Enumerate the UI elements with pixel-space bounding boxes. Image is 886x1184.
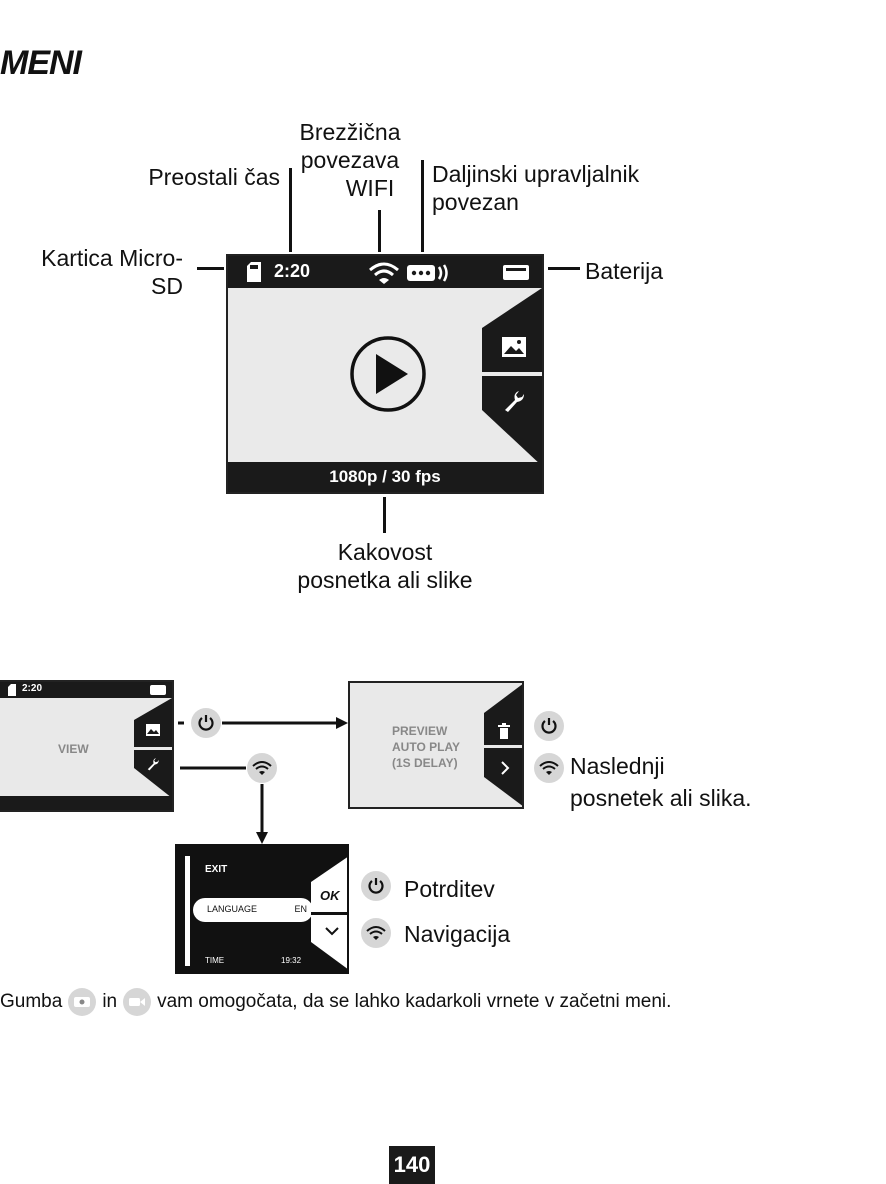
preview-line1: PREVIEW bbox=[392, 724, 448, 738]
power-button[interactable] bbox=[191, 708, 221, 738]
footer-part1: Gumba bbox=[0, 991, 63, 1012]
remote-leader bbox=[421, 160, 424, 252]
footer-note: Gumba in vam omogočata, da se lahko kada… bbox=[0, 988, 671, 1016]
battery-icon bbox=[503, 265, 529, 280]
chevron-down-icon[interactable] bbox=[325, 926, 339, 936]
language-value: EN bbox=[294, 904, 307, 914]
wireless-label-line3: WIFI bbox=[345, 175, 395, 201]
remote-icon bbox=[407, 264, 448, 282]
quality-label-line2: posnetka ali slike bbox=[297, 567, 473, 593]
card-label-line2: SD bbox=[151, 273, 183, 299]
preview-line2: AUTO PLAY bbox=[392, 740, 461, 754]
wifi-icon bbox=[369, 262, 399, 284]
photo-button-icon bbox=[68, 988, 97, 1016]
remaining-time: 2:20 bbox=[274, 261, 311, 281]
ok-button[interactable]: OK bbox=[320, 888, 340, 903]
footer-part3: vam omogočata, da se lahko kadarkoli vrn… bbox=[157, 991, 672, 1012]
chevron-right-icon[interactable] bbox=[500, 761, 510, 775]
next-label-line2: posnetek ali slika. bbox=[570, 785, 752, 811]
wifi-icon bbox=[366, 926, 386, 940]
wrench-icon[interactable] bbox=[502, 389, 526, 413]
remote-label: Daljinski upravljalnik povezan bbox=[432, 160, 639, 216]
image-icon[interactable] bbox=[501, 336, 527, 358]
view-status-bar: 2:20 bbox=[0, 682, 172, 698]
view-side-menu bbox=[134, 698, 172, 798]
quality-label-line1: Kakovost bbox=[337, 539, 433, 565]
card-leader bbox=[197, 267, 224, 270]
card-label: Kartica Micro- SD bbox=[20, 244, 183, 300]
camera-screen: 2:20 1080p / 30 fps bbox=[226, 254, 544, 494]
quality-label: Kakovost posnetka ali slike bbox=[270, 538, 500, 594]
wireless-label-line1: Brezžična bbox=[299, 119, 401, 145]
wrench-icon[interactable] bbox=[146, 757, 160, 771]
image-icon[interactable] bbox=[146, 724, 160, 736]
footer-part2: in bbox=[102, 991, 118, 1012]
page-title: MENI bbox=[0, 44, 82, 82]
quality-bar: 1080p / 30 fps bbox=[228, 462, 542, 492]
remaining-time-leader bbox=[289, 168, 292, 252]
confirm-power-button[interactable] bbox=[361, 871, 391, 901]
wifi-icon bbox=[539, 761, 559, 775]
page-number: 140 bbox=[389, 1146, 435, 1184]
view-bottom-bar bbox=[0, 796, 172, 810]
preview-screen: PREVIEW AUTO PLAY (1S DELAY) bbox=[348, 681, 524, 809]
trash-icon[interactable] bbox=[498, 723, 510, 739]
settings-screen: EXIT LANGUAGE EN TIME 19:32 OK bbox=[175, 844, 349, 974]
preview-text: PREVIEW AUTO PLAY (1S DELAY) bbox=[392, 723, 460, 771]
remote-label-line1: Daljinski upravljalnik bbox=[432, 161, 640, 187]
time-label: TIME bbox=[205, 956, 225, 965]
wifi-button[interactable] bbox=[247, 753, 277, 783]
preview-side-menu bbox=[484, 684, 522, 806]
sd-card-icon bbox=[8, 684, 16, 696]
preview-line3: (1S DELAY) bbox=[392, 756, 458, 770]
view-time: 2:20 bbox=[22, 683, 43, 694]
battery-leader bbox=[548, 267, 580, 270]
battery-label: Baterija bbox=[585, 258, 663, 284]
wifi-leader bbox=[378, 210, 381, 252]
next-label: Naslednji posnetek ali slika. bbox=[570, 752, 752, 812]
next-label-line1: Naslednji bbox=[570, 753, 665, 779]
wifi-icon bbox=[252, 761, 272, 775]
remote-label-line2: povezan bbox=[432, 189, 519, 215]
preview-wifi-button[interactable] bbox=[534, 753, 564, 783]
settings-scrollbar[interactable] bbox=[185, 856, 190, 966]
wireless-label-line2: povezava bbox=[300, 147, 400, 173]
battery-icon bbox=[150, 685, 166, 695]
view-label: VIEW bbox=[58, 742, 89, 756]
language-label: LANGUAGE bbox=[207, 904, 258, 914]
navigation-label: Navigacija bbox=[404, 921, 511, 947]
power-icon bbox=[368, 878, 384, 894]
settings-side-menu bbox=[311, 857, 347, 969]
remaining-time-label: Preostali čas bbox=[148, 164, 280, 190]
preview-power-button[interactable] bbox=[534, 711, 564, 741]
power-icon bbox=[541, 718, 557, 734]
side-menu bbox=[482, 288, 542, 466]
sd-card-icon bbox=[247, 262, 261, 282]
power-icon bbox=[198, 715, 214, 731]
settings-language-row[interactable]: LANGUAGE EN bbox=[193, 898, 313, 922]
time-value: 19:32 bbox=[281, 956, 302, 965]
play-icon[interactable] bbox=[348, 334, 428, 414]
video-button-icon bbox=[123, 988, 152, 1016]
status-bar: 2:20 bbox=[228, 256, 542, 288]
settings-exit[interactable]: EXIT bbox=[205, 864, 228, 875]
confirm-label: Potrditev bbox=[404, 876, 495, 902]
wireless-label: Brezžična povezava WIFI bbox=[280, 118, 420, 202]
view-screen: 2:20 VIEW bbox=[0, 680, 174, 812]
navigation-wifi-button[interactable] bbox=[361, 918, 391, 948]
card-label-line1: Kartica Micro- bbox=[41, 245, 183, 271]
quality-leader bbox=[383, 497, 386, 533]
